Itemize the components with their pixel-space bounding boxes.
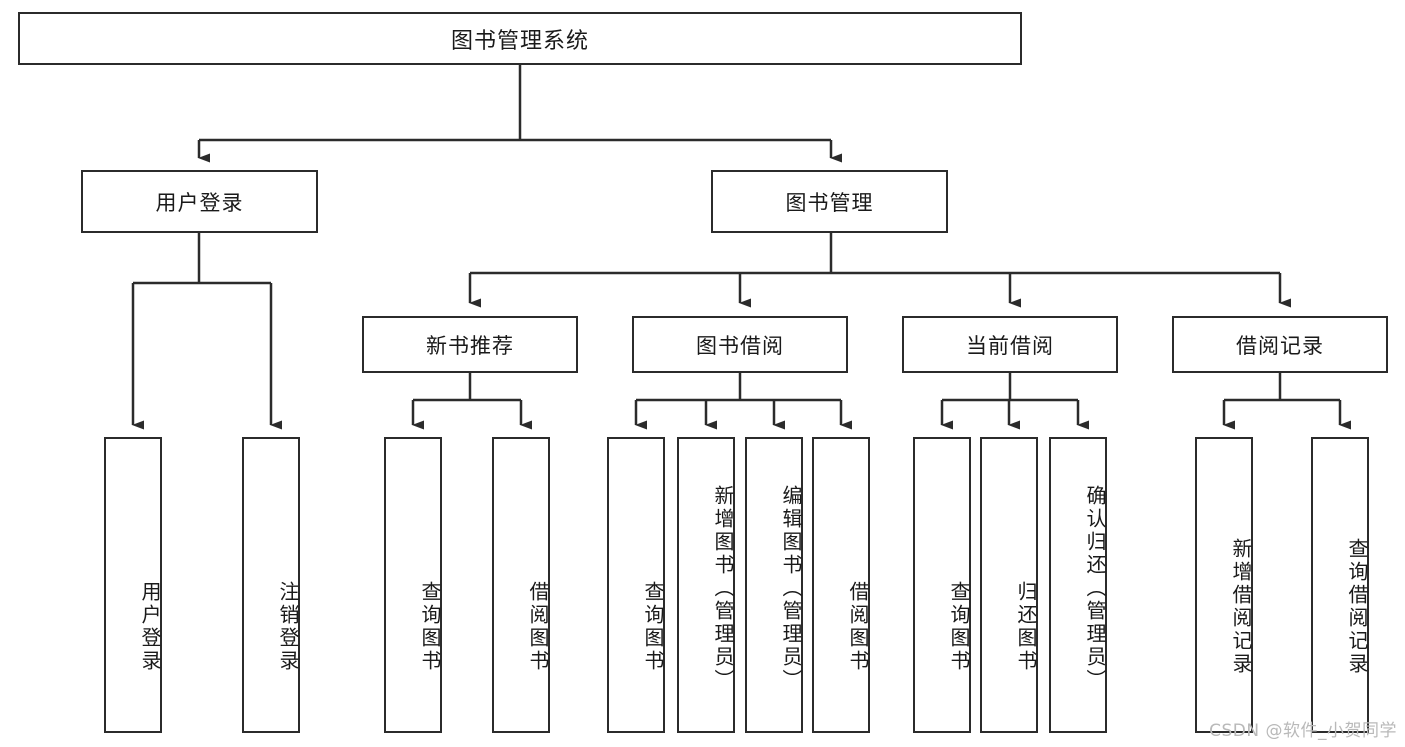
leaf-query-record[interactable]: 查询借阅记录	[1311, 437, 1369, 733]
node-root[interactable]: 图书管理系统	[18, 12, 1022, 65]
leaf-user-login[interactable]: 用户登录	[104, 437, 162, 733]
leaf-return-book[interactable]: 归还图书	[980, 437, 1038, 733]
node-current-borrow[interactable]: 当前借阅	[902, 316, 1118, 373]
leaf-borrow-book-2[interactable]: 借阅图书	[812, 437, 870, 733]
node-book-borrow[interactable]: 图书借阅	[632, 316, 848, 373]
node-book-manage[interactable]: 图书管理	[711, 170, 948, 233]
leaf-confirm-return[interactable]: 确认归还（管理员）	[1049, 437, 1107, 733]
leaf-query-book-3[interactable]: 查询图书	[913, 437, 971, 733]
leaf-logout-login[interactable]: 注销登录	[242, 437, 300, 733]
node-new-book-recommend[interactable]: 新书推荐	[362, 316, 578, 373]
leaf-add-record[interactable]: 新增借阅记录	[1195, 437, 1253, 733]
watermark-text: CSDN @软件_小贺同学	[1209, 721, 1397, 741]
node-user-login[interactable]: 用户登录	[81, 170, 318, 233]
node-borrow-record[interactable]: 借阅记录	[1172, 316, 1388, 373]
leaf-query-book-2[interactable]: 查询图书	[607, 437, 665, 733]
leaf-add-book[interactable]: 新增图书（管理员）	[677, 437, 735, 733]
leaf-query-book-1[interactable]: 查询图书	[384, 437, 442, 733]
leaf-edit-book[interactable]: 编辑图书（管理员）	[745, 437, 803, 733]
leaf-borrow-book-1[interactable]: 借阅图书	[492, 437, 550, 733]
